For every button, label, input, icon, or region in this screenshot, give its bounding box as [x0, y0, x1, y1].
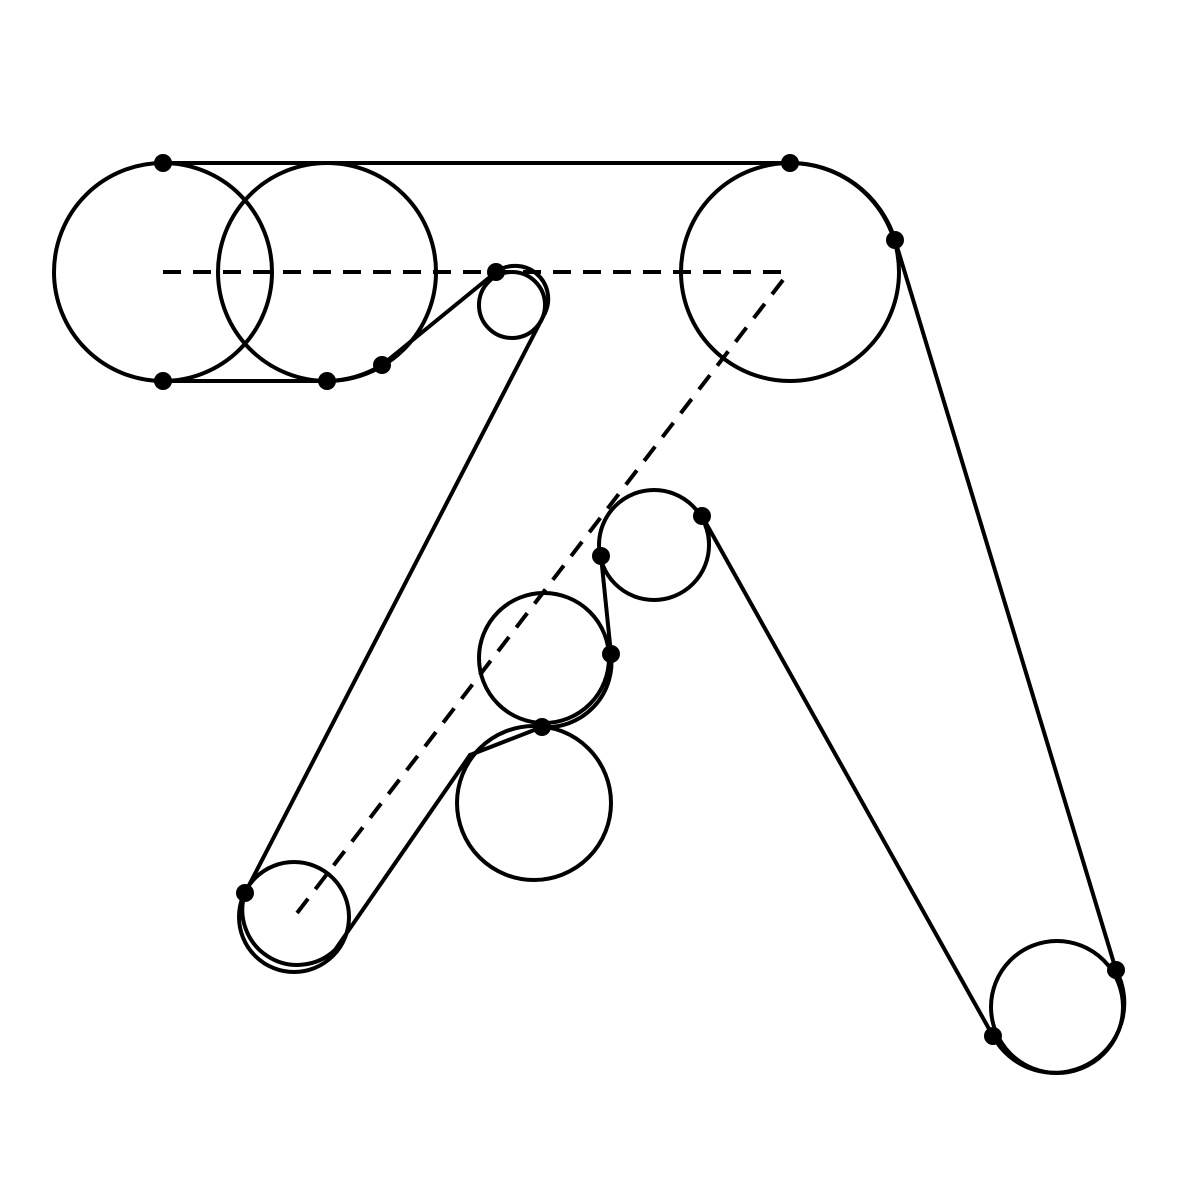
belt-bottom-left-wrap: [240, 891, 337, 967]
contact-point: [886, 231, 904, 249]
contact-point: [318, 372, 336, 390]
belt-right-return-span: [700, 514, 995, 1038]
contact-point: [984, 1027, 1002, 1045]
contact-point: [154, 154, 172, 172]
contact-point: [592, 547, 610, 565]
diagonal-guide-line: [292, 278, 785, 919]
belt-center-to-lower-span: [468, 725, 544, 757]
pulley-center-middle: [477, 591, 611, 725]
pulley-small-idler: [477, 270, 547, 340]
contact-point: [781, 154, 799, 172]
belt-top-right-wrap: [788, 160, 897, 242]
contact-point: [533, 718, 551, 736]
belt-small-idler-wrap: [494, 263, 551, 315]
belt-lower-diagonal-span: [333, 753, 472, 952]
pulleys: [52, 161, 1125, 1075]
contact-point: [693, 507, 711, 525]
contact-point: [236, 884, 254, 902]
pulley-center-upper: [597, 488, 711, 602]
belt-inner-cross-span: [599, 554, 613, 656]
belt-left-rising-span: [243, 311, 547, 895]
contact-point: [487, 263, 505, 281]
belt-center-middle-wrap: [540, 652, 614, 730]
contact-points: [154, 154, 1125, 1045]
belt-bottom-right-wrap: [991, 968, 1127, 1075]
belts: [161, 160, 1127, 1075]
pulley-bottom-left: [237, 860, 351, 974]
contact-point: [373, 356, 391, 374]
contact-point: [154, 372, 172, 390]
belt-idler-to-left-span: [380, 270, 498, 367]
contact-point: [1107, 961, 1125, 979]
contact-point: [602, 645, 620, 663]
guide-lines: [163, 270, 790, 919]
belt-right-descending-span: [893, 238, 1118, 972]
